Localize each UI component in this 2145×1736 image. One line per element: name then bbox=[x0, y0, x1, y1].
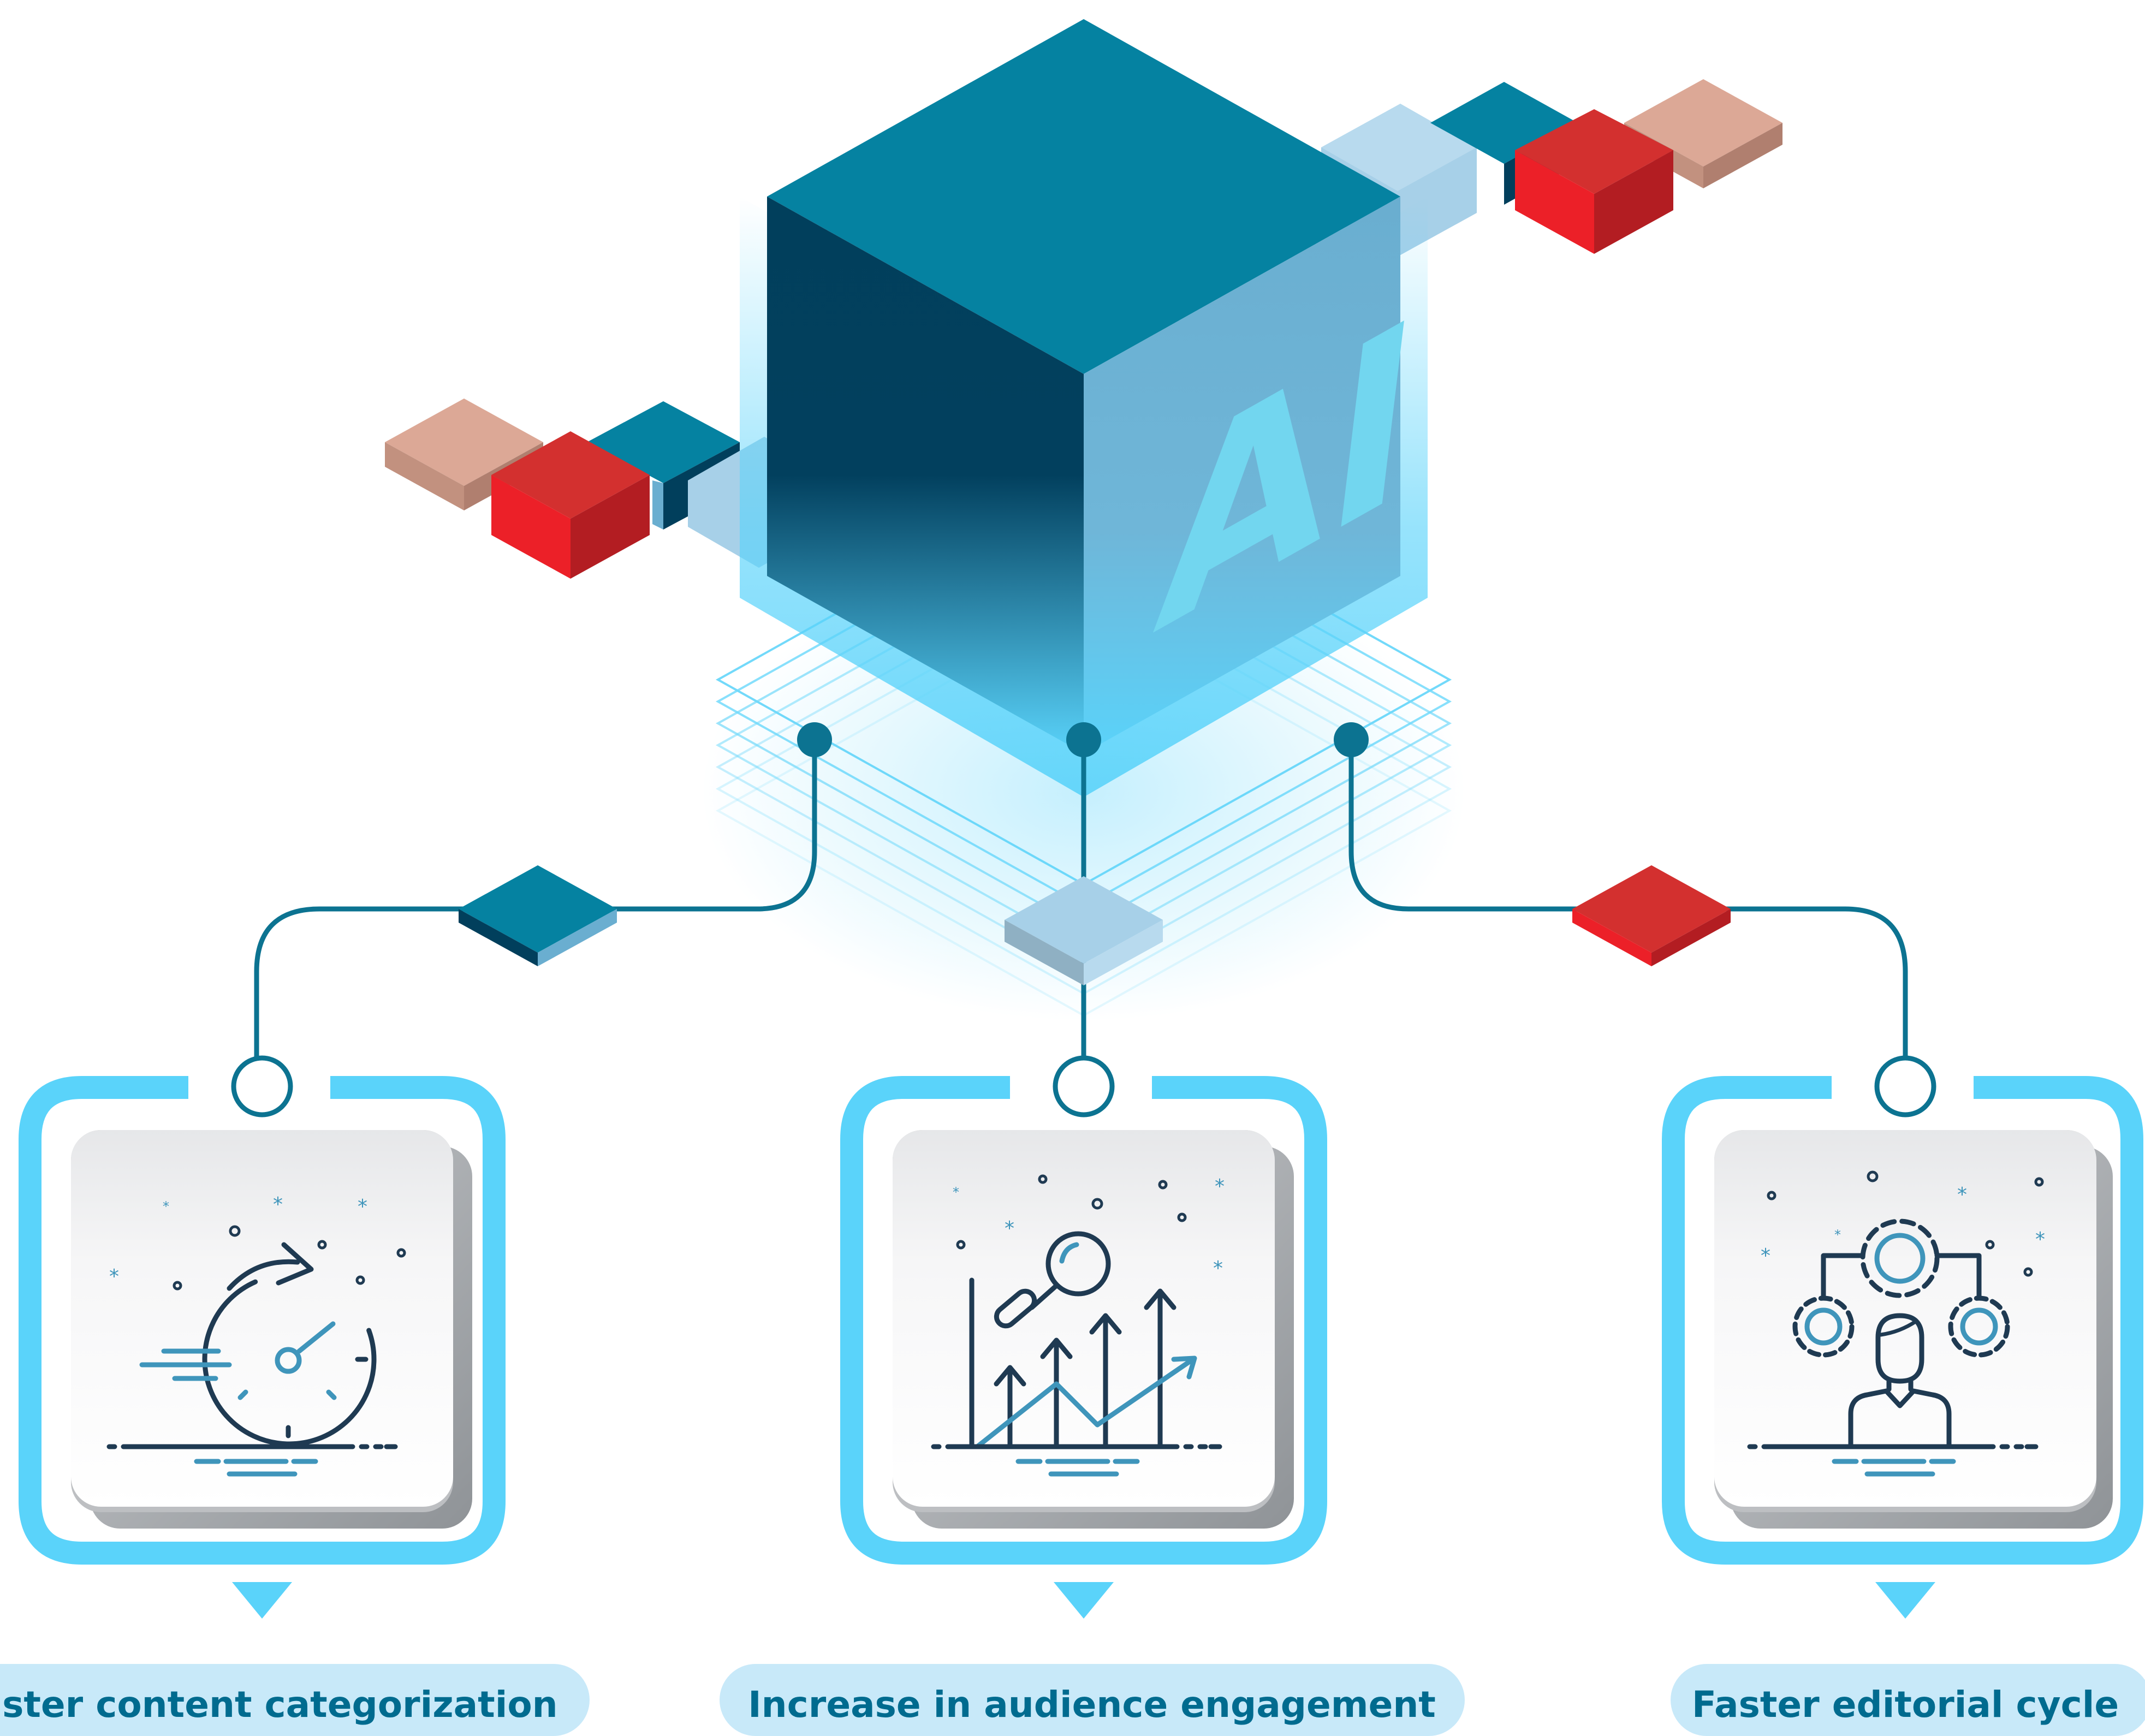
sparkle-icon: * bbox=[358, 1196, 367, 1218]
sparkle-icon: * bbox=[2035, 1228, 2045, 1251]
cube-left-face bbox=[767, 197, 1084, 753]
line-diamond-right bbox=[1572, 865, 1731, 966]
sparkle-icon: * bbox=[1215, 1175, 1225, 1198]
line-diamond-left bbox=[459, 865, 617, 966]
outcome-label-center: Increase in audience engagement bbox=[720, 1664, 1465, 1736]
ai-cube: AI bbox=[740, 19, 1430, 797]
speed-timer-icon: * * * * bbox=[106, 1193, 418, 1477]
sparkle-icon: * bbox=[109, 1265, 119, 1288]
workflow-person-gears-icon: * * * * bbox=[1747, 1170, 2058, 1477]
sparkle-icon: * bbox=[1957, 1184, 1967, 1206]
connection-nodes bbox=[797, 722, 1369, 757]
outcome-label-text: Faster content categorization bbox=[0, 1684, 558, 1726]
outcome-card-right: * * * * bbox=[1662, 1055, 2143, 1619]
sparkle-icon: * bbox=[1005, 1217, 1014, 1240]
outcome-label-right: Faster editorial cycle bbox=[1671, 1664, 2145, 1736]
sparkle-icon: * bbox=[953, 1185, 959, 1200]
left-block-chain bbox=[385, 399, 797, 579]
line-diamond-center bbox=[1005, 876, 1163, 985]
sparkle-icon: * bbox=[1761, 1245, 1770, 1267]
sparkle-icon: * bbox=[1213, 1257, 1223, 1280]
arrow-down-icon bbox=[232, 1582, 292, 1619]
growth-analytics-icon: * * * * bbox=[931, 1174, 1242, 1477]
sparkle-icon: * bbox=[163, 1199, 169, 1214]
outcome-label-text: Increase in audience engagement bbox=[748, 1684, 1436, 1726]
cube-right-face bbox=[1084, 197, 1400, 753]
outcome-label-left: Faster content categorization bbox=[0, 1664, 590, 1736]
outcome-card-center: * * * * bbox=[840, 1055, 1327, 1619]
arrow-down-icon bbox=[1054, 1582, 1114, 1619]
outcome-label-text: Faster editorial cycle bbox=[1692, 1684, 2119, 1726]
outcome-card-left: * * * * bbox=[19, 1055, 506, 1619]
arrow-down-icon bbox=[1875, 1582, 1935, 1619]
sparkle-icon: * bbox=[1834, 1227, 1841, 1242]
sparkle-icon: * bbox=[273, 1193, 283, 1216]
